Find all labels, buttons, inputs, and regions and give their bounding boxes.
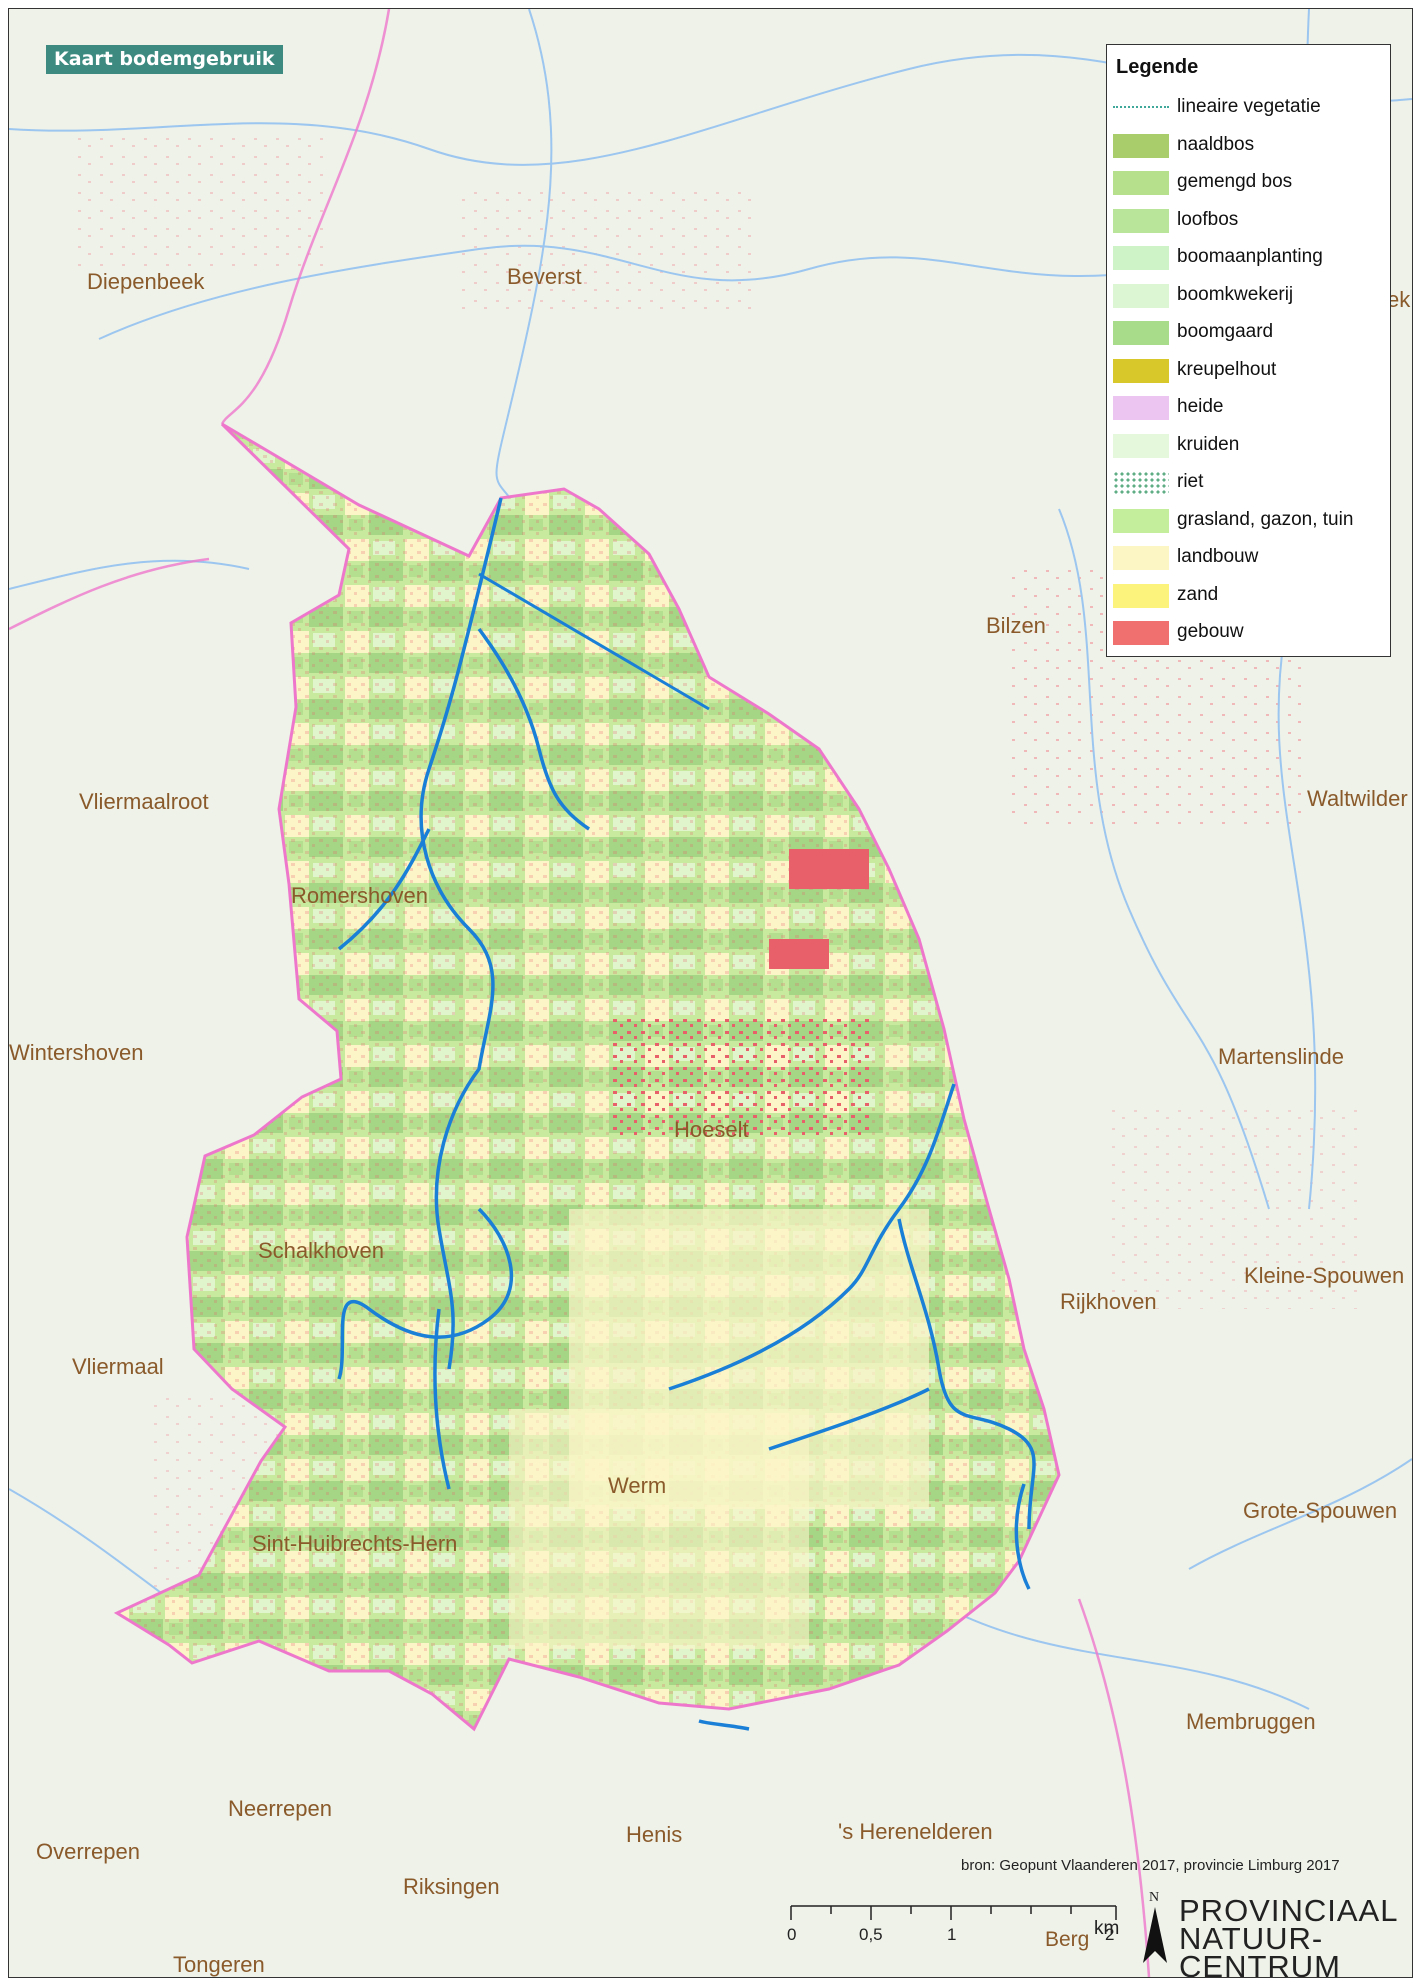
legend-item: boomkwekerij	[1113, 280, 1383, 310]
provinciaal-natuurcentrum-logo: PROVINCIAAL NATUUR- CENTRUM	[1179, 1893, 1409, 1978]
place-label: Vliermaal	[72, 1354, 164, 1379]
place-labels: Diepenbeek Beverst Bilzen Vliermaalroot …	[9, 264, 1411, 1977]
scale-unit: km	[1094, 1918, 1120, 1939]
legend-item: zand	[1113, 580, 1383, 610]
legend-swatch	[1113, 208, 1169, 233]
place-label: Wintershoven	[9, 1040, 144, 1065]
place-label: Berg	[1045, 1928, 1089, 1951]
place-label: Schalkhoven	[258, 1238, 384, 1263]
legend-label: kruiden	[1177, 433, 1240, 455]
place-label: Martenslinde	[1218, 1044, 1344, 1069]
watercourses	[337, 497, 1036, 1731]
place-label: 's Herenelderen	[838, 1819, 993, 1844]
legend-label: boomaanplanting	[1177, 246, 1323, 267]
place-label: Henis	[626, 1822, 682, 1847]
place-label: Werm	[608, 1473, 666, 1498]
legend-item: landbouw	[1113, 542, 1383, 572]
legend-label: boomgaard	[1177, 321, 1274, 342]
legend-item: kruiden	[1113, 430, 1383, 460]
legend-swatch	[1113, 508, 1169, 533]
legend-label: heide	[1177, 396, 1224, 417]
legend-swatch	[1113, 396, 1169, 420]
place-label: Bilzen	[986, 613, 1046, 638]
place-label: Hoeselt	[674, 1117, 749, 1142]
place-label: Rijkhoven	[1060, 1289, 1157, 1314]
place-label-clipped: ek	[1387, 287, 1411, 312]
legend-label: loofbos	[1177, 208, 1239, 230]
legend-item: riet	[1113, 467, 1383, 497]
logo-line: CENTRUM	[1179, 1949, 1341, 1978]
legend-item: heide	[1113, 392, 1383, 422]
svg-text:N: N	[1149, 1890, 1159, 1905]
place-label: Grote-Spouwen	[1243, 1498, 1397, 1523]
study-area-boundary	[113, 422, 1061, 1732]
scale-tick-label: 0,5	[859, 1925, 883, 1944]
place-label: Neerrepen	[228, 1796, 332, 1821]
scale-bar: 0 0,5 1 Berg 2	[787, 1905, 1117, 1951]
legend-swatch	[1113, 433, 1169, 458]
place-label: Tongeren	[173, 1952, 265, 1977]
legend-item: kreupelhout	[1113, 355, 1383, 385]
place-label: Waltwilder	[1307, 786, 1408, 811]
legend-swatch	[1113, 246, 1169, 270]
map-frame: Diepenbeek Beverst Bilzen Vliermaalroot …	[8, 8, 1413, 1978]
legend-label: naaldbos	[1177, 133, 1255, 155]
logo-line: NATUUR-	[1179, 1921, 1324, 1956]
legend-swatch	[1113, 283, 1169, 308]
legend-label: gemengd bos	[1177, 171, 1293, 192]
legend-item: naaldbos	[1113, 130, 1383, 160]
legend-swatch	[1113, 171, 1169, 195]
place-label: Overrepen	[36, 1839, 140, 1864]
source-credit: bron: Geopunt Vlaanderen 2017, provincie…	[961, 1857, 1340, 1874]
place-label: Sint-Huibrechts-Hern	[252, 1531, 457, 1556]
place-label: Diepenbeek	[87, 269, 205, 294]
legend-swatch	[1113, 133, 1169, 158]
legend-swatch	[1113, 621, 1169, 645]
legend-label: boomkwekerij	[1177, 283, 1294, 305]
legend-swatch	[1113, 471, 1169, 495]
legend-item: grasland, gazon, tuin	[1113, 505, 1383, 535]
place-label: Vliermaalroot	[79, 789, 209, 814]
legend-label: kreupelhout	[1177, 358, 1277, 380]
legend-swatch	[1113, 321, 1169, 345]
legend-label: lineaire vegetatie	[1177, 96, 1321, 117]
legend-title: Legende	[1116, 56, 1199, 78]
place-label: Membruggen	[1186, 1709, 1316, 1734]
scale-tick-label: 0	[787, 1925, 796, 1944]
legend-panel: Legende lineaire vegetatie naaldbos gemeng…	[1106, 44, 1391, 657]
legend-label: gebouw	[1177, 621, 1244, 642]
legend-item: loofbos	[1113, 205, 1383, 235]
scale-tick-label: 1	[947, 1925, 956, 1944]
legend-label: landbouw	[1177, 546, 1259, 567]
legend-item: lineaire vegetatie	[1113, 92, 1383, 122]
place-label: Kleine-Spouwen	[1244, 1263, 1404, 1288]
legend-label: riet	[1177, 471, 1204, 492]
place-label: Romershoven	[291, 883, 428, 908]
legend-item: gemengd bos	[1113, 167, 1383, 197]
logo-line: PROVINCIAAL	[1179, 1893, 1399, 1928]
legend-swatch	[1113, 106, 1169, 108]
legend-swatch	[1113, 358, 1169, 383]
place-label: Riksingen	[403, 1874, 500, 1899]
legend-item: boomgaard	[1113, 317, 1383, 347]
north-arrow-icon: N	[1143, 1890, 1167, 1963]
legend-item: gebouw	[1113, 617, 1383, 647]
place-label: Beverst	[507, 264, 582, 289]
legend-item: boomaanplanting	[1113, 242, 1383, 272]
legend-label: zand	[1177, 583, 1219, 605]
scale-tick-label: 2	[1105, 1925, 1114, 1944]
map-title-badge: Kaart bodemgebruik	[46, 45, 283, 74]
legend-swatch	[1113, 546, 1169, 570]
legend-swatch	[1113, 583, 1169, 608]
legend-label: grasland, gazon, tuin	[1177, 508, 1354, 530]
